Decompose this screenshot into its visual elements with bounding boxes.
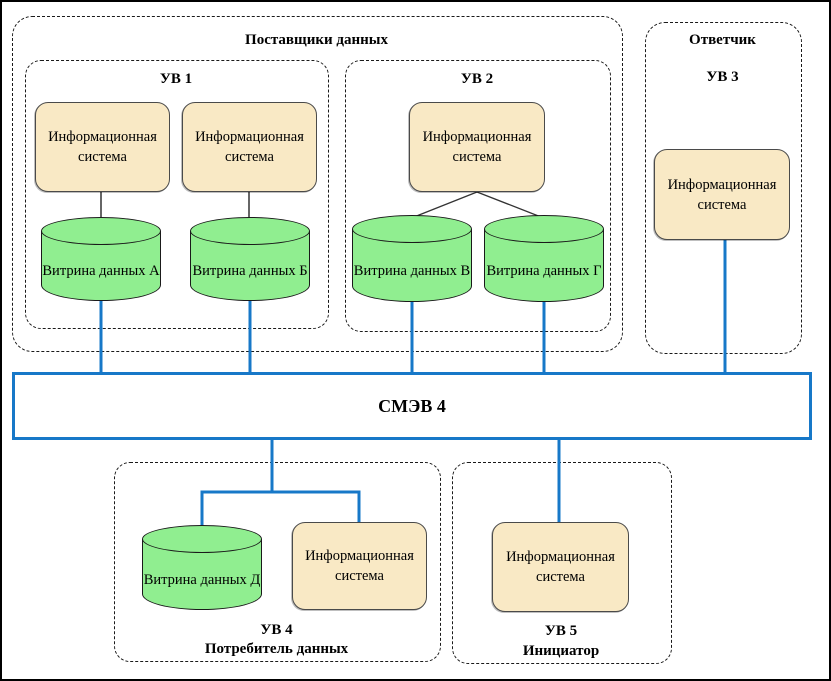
datamart-cylinder-a: Витрина данных А xyxy=(41,217,161,301)
datamart-cylinder-b: Витрина данных Б xyxy=(190,217,310,301)
uv5-info-system-label: Информационная система xyxy=(506,549,615,585)
uv1-info-system-1: Информационная система xyxy=(35,102,170,192)
datamart-b-label: Витрина данных Б xyxy=(192,263,308,279)
datamart-a-label: Витрина данных А xyxy=(42,263,160,279)
uv5-info-system: Информационная система xyxy=(492,522,629,612)
uv2-info-system-label: Информационная система xyxy=(422,129,532,165)
responder-title: Ответчик xyxy=(689,32,756,48)
uv1-group xyxy=(25,60,329,329)
consumer-group xyxy=(114,462,441,662)
smev4-bus-label: СМЭВ 4 xyxy=(378,395,446,416)
cylinder-top xyxy=(142,525,262,553)
smev4-bus: СМЭВ 4 xyxy=(12,372,812,440)
uv4-info-system-label: Информационная система xyxy=(305,548,414,584)
uv3-info-system: Информационная система xyxy=(654,149,790,240)
uv1-label: УВ 1 xyxy=(159,71,193,87)
cylinder-top xyxy=(352,215,472,243)
cylinder-top xyxy=(41,217,161,245)
initiator-title: Инициатор xyxy=(522,643,600,659)
datamart-cylinder-v: Витрина данных В xyxy=(352,215,472,302)
suppliers-title: Поставщики данных xyxy=(245,32,388,48)
uv1-info-system-2: Информационная система xyxy=(182,102,317,192)
uv1-info-system-2-label: Информационная система xyxy=(195,129,304,165)
uv4-info-system: Информационная система xyxy=(292,522,427,610)
uv1-info-system-1-label: Информационная система xyxy=(48,129,157,165)
cylinder-top xyxy=(190,217,310,245)
uv3-label: УВ 3 xyxy=(706,69,739,85)
uv2-group xyxy=(345,60,611,332)
uv2-info-system: Информационная система xyxy=(409,102,545,192)
connector-system-datamart-v xyxy=(413,191,478,218)
datamart-g-label: Витрина данных Г xyxy=(486,262,602,279)
datamart-cylinder-d: Витрина данных Д xyxy=(142,525,262,610)
connector-system-datamart-g xyxy=(476,191,542,218)
datamart-v-label: Витрина данных В xyxy=(353,262,471,279)
datamart-d-label: Витрина данных Д xyxy=(143,571,261,588)
datamart-cylinder-g: Витрина данных Г xyxy=(484,215,604,302)
uv2-label: УВ 2 xyxy=(460,71,494,87)
uv5-label: УВ 5 xyxy=(544,623,578,639)
uv4-label: УВ 4 xyxy=(260,622,293,638)
uv3-info-system-label: Информационная система xyxy=(667,176,777,213)
initiator-group xyxy=(452,462,672,664)
cylinder-top xyxy=(484,215,604,243)
suppliers-group xyxy=(12,16,623,352)
consumer-title: Потребитель данных xyxy=(204,641,349,657)
